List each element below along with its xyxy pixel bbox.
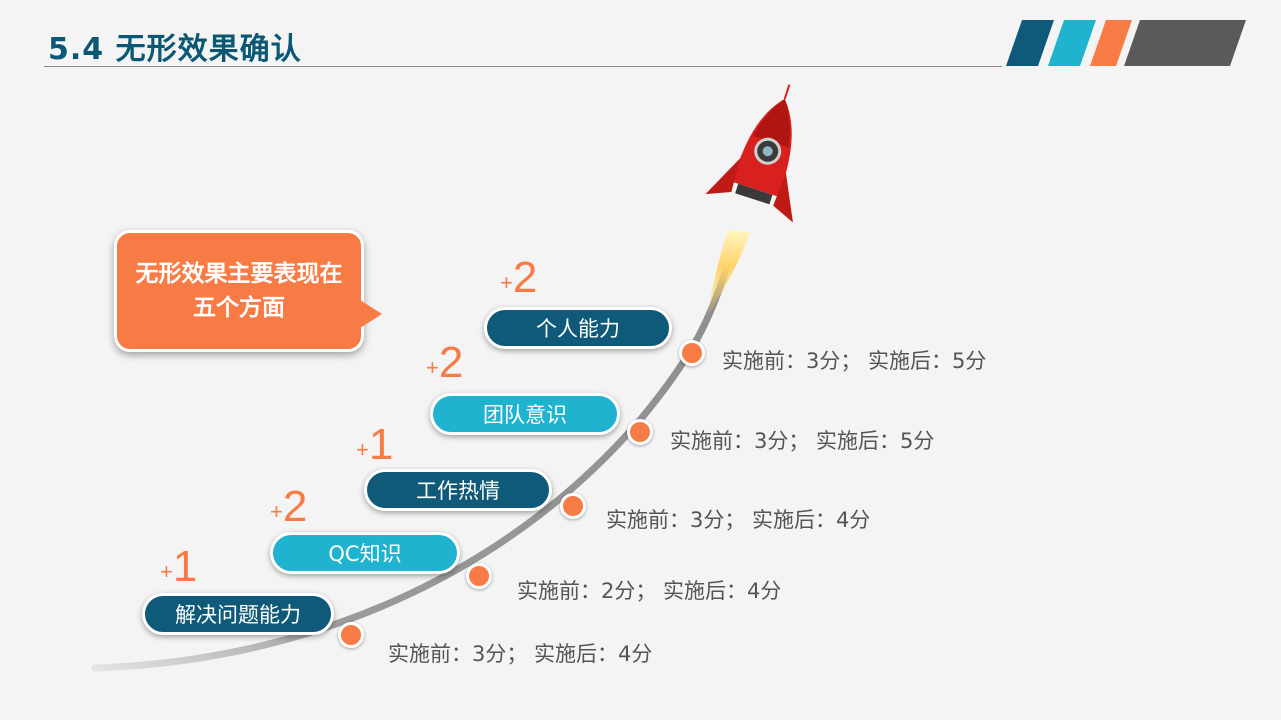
milestone-dot xyxy=(338,622,364,648)
increment-work-enthusiasm: +1 xyxy=(356,420,394,469)
score-problem-solving: 实施前：3分； 实施后：4分 xyxy=(388,642,653,666)
increment-personal-ability: +2 xyxy=(500,253,538,302)
label-work-enthusiasm: 工作热情 xyxy=(364,469,552,511)
summary-callout: 无形效果主要表现在五个方面 xyxy=(114,230,364,352)
label-qc-knowledge: QC知识 xyxy=(270,532,460,574)
score-personal-ability: 实施前：3分； 实施后：5分 xyxy=(722,349,987,373)
increment-qc-knowledge: +2 xyxy=(270,482,308,531)
score-work-enthusiasm: 实施前：3分； 实施后：4分 xyxy=(606,508,871,532)
milestone-dot xyxy=(679,340,705,366)
milestone-dot xyxy=(466,563,492,589)
score-qc-knowledge: 实施前：2分； 实施后：4分 xyxy=(517,579,782,603)
label-problem-solving: 解决问题能力 xyxy=(142,593,334,635)
title-divider xyxy=(44,66,1002,67)
increment-team-awareness: +2 xyxy=(426,338,464,387)
milestone-dot xyxy=(560,493,586,519)
callout-tail xyxy=(360,300,382,328)
score-team-awareness: 实施前：3分； 实施后：5分 xyxy=(670,429,935,453)
label-personal-ability: 个人能力 xyxy=(484,307,672,349)
label-team-awareness: 团队意识 xyxy=(430,393,620,435)
increment-problem-solving: +1 xyxy=(160,542,198,591)
milestone-dot xyxy=(627,419,653,445)
header-stripes xyxy=(1006,20,1246,66)
rocket-icon xyxy=(705,84,793,223)
page-title: 5.4 无形效果确认 xyxy=(48,32,302,67)
